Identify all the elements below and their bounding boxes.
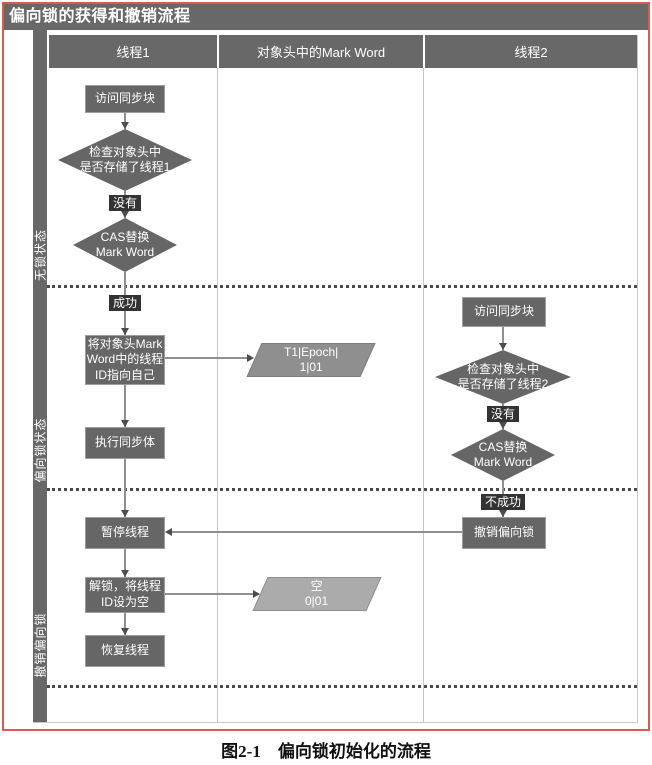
section-separator-1 xyxy=(47,285,637,288)
decision-cas-t1: CAS替换 Mark Word xyxy=(73,218,177,272)
markword-biased-parallelogram: T1|Epoch| 1|01 xyxy=(246,343,376,377)
arrowhead-down-icon xyxy=(499,510,507,517)
edge-label-success: 成功 xyxy=(108,295,142,311)
connector xyxy=(124,459,126,517)
connector xyxy=(124,385,126,427)
connector xyxy=(124,549,126,577)
arrowhead-down-icon xyxy=(121,122,129,129)
arrowhead-down-icon xyxy=(121,628,129,635)
node-set-thread-id: 将对象头Mark Word中的线程 ID指向自己 xyxy=(85,335,165,385)
connector xyxy=(124,613,126,635)
connector xyxy=(124,113,126,129)
diagram-title: 偏向锁的获得和撤销流程 xyxy=(4,4,648,30)
arrowhead-right-icon xyxy=(247,354,254,362)
section-separator-3 xyxy=(47,685,637,688)
markword-empty-parallelogram: 空 0|01 xyxy=(252,577,382,611)
arrowhead-left-icon xyxy=(165,528,172,536)
column-divider-1 xyxy=(217,68,218,722)
node-exec-sync-body: 执行同步体 xyxy=(85,427,165,459)
column-header-thread1: 线程1 xyxy=(49,35,217,68)
column-header-thread2: 线程2 xyxy=(425,35,637,68)
arrowhead-down-icon xyxy=(121,570,129,577)
table-bottom-border xyxy=(33,722,638,723)
section-label-biased: 偏向锁状态 xyxy=(33,417,48,483)
arrowhead-down-icon xyxy=(499,422,507,429)
decision-cas-t2: CAS替换 Mark Word xyxy=(451,429,555,481)
section-sidebar xyxy=(33,30,47,722)
table-right-border xyxy=(637,35,638,722)
column-header-markword: 对象头中的Mark Word xyxy=(219,35,423,68)
arrowhead-down-icon xyxy=(121,420,129,427)
section-label-nolock: 无锁状态 xyxy=(33,228,48,282)
edge-label-no-t2: 没有 xyxy=(486,406,520,422)
node-resume-thread: 恢复线程 xyxy=(85,635,165,667)
decision-check-header-t2: 检查对象头中 是否存储了线程2 xyxy=(435,350,571,404)
decision-check-header-t1: 检查对象头中 是否存储了线程1 xyxy=(58,129,192,191)
column-divider-2 xyxy=(423,68,424,722)
arrowhead-down-icon xyxy=(121,328,129,335)
arrowhead-down-icon xyxy=(121,510,129,517)
section-label-revoke: 撤销偏向锁 xyxy=(33,612,48,678)
edge-label-fail: 不成功 xyxy=(480,494,526,510)
connector xyxy=(171,531,462,533)
node-access-sync-t1: 访问同步块 xyxy=(85,85,165,113)
node-access-sync-t2: 访问同步块 xyxy=(462,297,546,327)
connector xyxy=(165,357,247,359)
arrowhead-down-icon xyxy=(121,211,129,218)
edge-label-no-t1: 没有 xyxy=(108,195,142,211)
diagram-frame: 偏向锁的获得和撤销流程 无锁状态 偏向锁状态 撤销偏向锁 线程1 对象头中的Ma… xyxy=(2,2,650,731)
connector xyxy=(165,593,253,595)
section-separator-2 xyxy=(47,488,637,491)
figure-caption: 图2-1 偏向锁初始化的流程 xyxy=(221,742,431,761)
node-revoke-biased-lock: 撤销偏向锁 xyxy=(462,517,546,549)
connector xyxy=(502,327,504,350)
arrowhead-right-icon xyxy=(253,590,260,598)
node-pause-thread: 暂停线程 xyxy=(85,517,165,549)
arrowhead-down-icon xyxy=(499,343,507,350)
node-unlock-clear-id: 解锁，将线程 ID设为空 xyxy=(85,577,165,613)
